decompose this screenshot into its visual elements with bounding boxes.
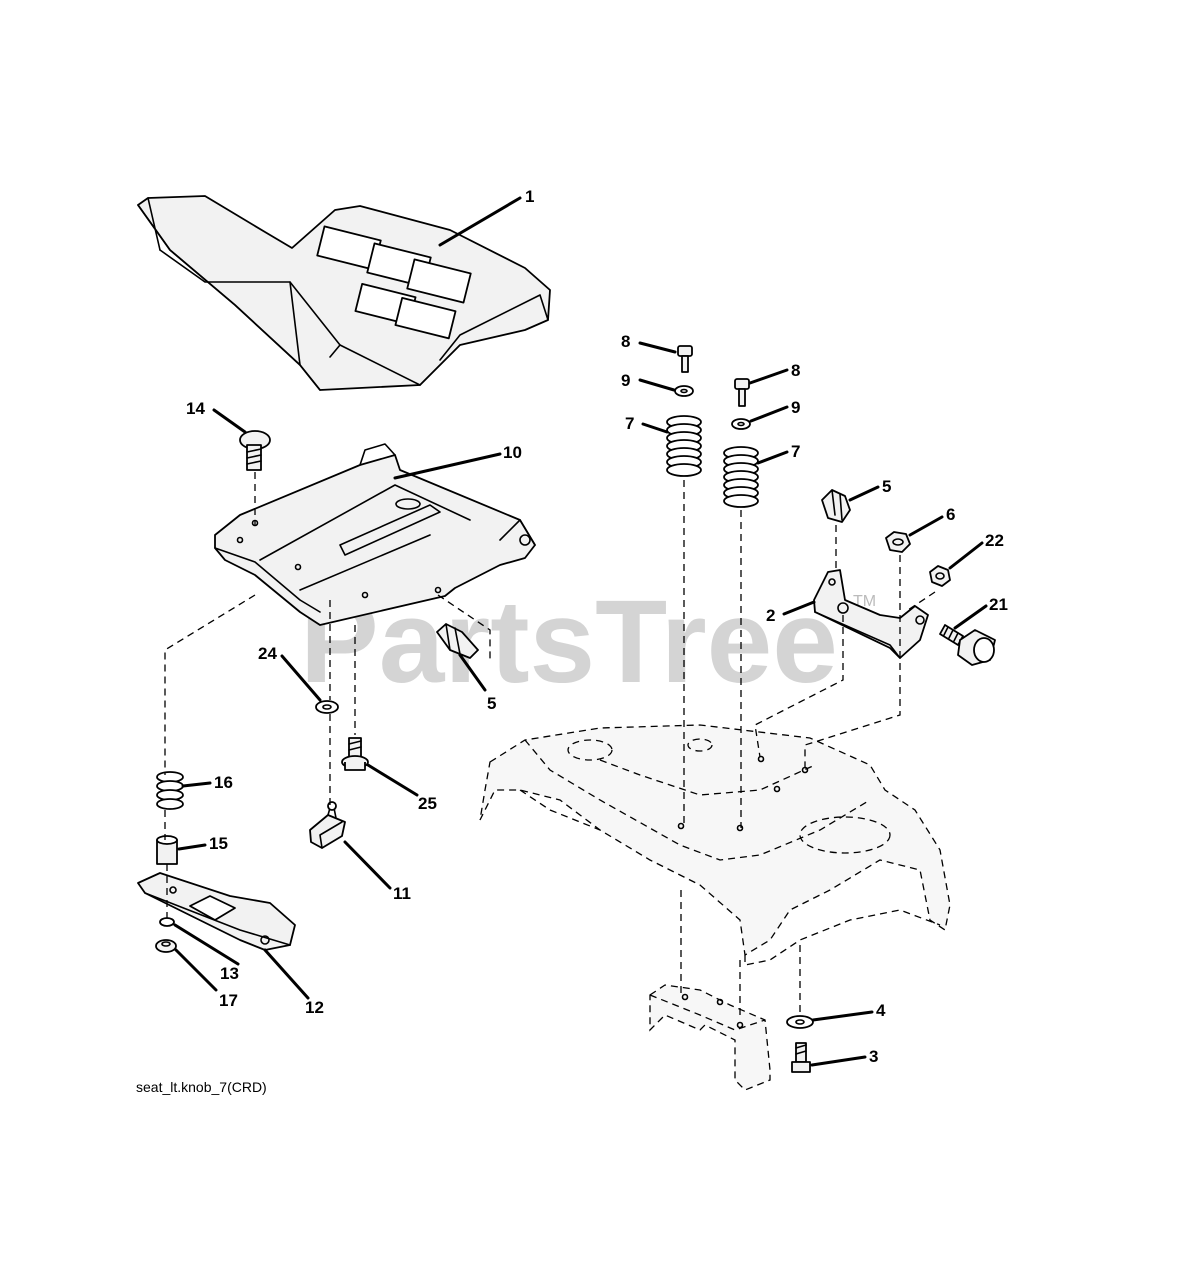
callout-leaders [173, 196, 988, 1067]
callout-13[interactable]: 13 [220, 964, 239, 983]
callout-9-left[interactable]: 9 [621, 371, 630, 390]
callout-21[interactable]: 21 [989, 595, 1008, 614]
callout-4[interactable]: 4 [876, 1001, 886, 1020]
callout-11[interactable]: 11 [393, 884, 411, 903]
callout-5-left[interactable]: 5 [487, 694, 496, 713]
seat-switch-clip-left-part[interactable] [436, 594, 491, 660]
lower-frame-bracket-outline [649, 984, 771, 1091]
carriage-bolt-part[interactable] [239, 430, 271, 471]
callout-7-left[interactable]: 7 [625, 414, 634, 433]
callout-2[interactable]: 2 [766, 606, 775, 625]
shoulder-bolt-part[interactable] [341, 737, 369, 771]
callout-9-right[interactable]: 9 [791, 398, 800, 417]
hex-bolt-3-part[interactable] [791, 1042, 811, 1073]
spacer-part[interactable] [156, 835, 178, 865]
callout-14[interactable]: 14 [186, 399, 205, 418]
callout-5-right[interactable]: 5 [882, 477, 891, 496]
assembly-lines [164, 472, 936, 1020]
seat-part[interactable] [137, 195, 551, 391]
adjustment-knob-part[interactable] [309, 801, 346, 849]
flat-washer-4-part[interactable] [786, 1015, 814, 1029]
lock-nut-22-part[interactable] [929, 565, 951, 587]
seat-pan-part[interactable] [214, 443, 536, 626]
seat-adjustment-plate-part[interactable] [137, 872, 296, 951]
flat-washer-24-part[interactable] [315, 700, 339, 714]
bolt-left-part[interactable] [677, 345, 693, 373]
callout-7-right[interactable]: 7 [791, 442, 800, 461]
callout-12[interactable]: 12 [305, 998, 324, 1017]
callout-1[interactable]: 1 [525, 187, 534, 206]
seat-spring-left-part[interactable] [666, 415, 702, 477]
washer-left-part[interactable] [674, 385, 694, 397]
callout-10[interactable]: 10 [503, 443, 522, 462]
washer-right-part[interactable] [731, 418, 751, 430]
callout-24[interactable]: 24 [258, 644, 277, 663]
diagram-caption: seat_lt.knob_7(CRD) [136, 1079, 267, 1095]
callout-17[interactable]: 17 [219, 991, 238, 1010]
callout-22[interactable]: 22 [985, 531, 1004, 550]
callout-6[interactable]: 6 [946, 505, 955, 524]
hex-nut-17-part[interactable] [155, 939, 177, 953]
callout-8-left[interactable]: 8 [621, 332, 630, 351]
bolt-right-part[interactable] [734, 378, 750, 407]
callout-25[interactable]: 25 [418, 794, 437, 813]
callout-8-right[interactable]: 8 [791, 361, 800, 380]
callout-labels: 1 14 10 24 5 16 25 15 11 13 17 12 8 9 7 … [186, 187, 1008, 1066]
hex-nut-6-part[interactable] [885, 531, 911, 553]
callout-16[interactable]: 16 [214, 773, 233, 792]
compression-spring-16-part[interactable] [156, 771, 184, 810]
frame-fender-outline [479, 724, 951, 966]
callout-3[interactable]: 3 [869, 1047, 878, 1066]
seat-switch-clip-right-part[interactable] [821, 489, 851, 523]
callout-15[interactable]: 15 [209, 834, 228, 853]
shoulder-bolt-21-part[interactable] [939, 624, 996, 666]
seat-spring-right-part[interactable] [723, 446, 759, 508]
lock-washer-part[interactable] [159, 917, 175, 927]
